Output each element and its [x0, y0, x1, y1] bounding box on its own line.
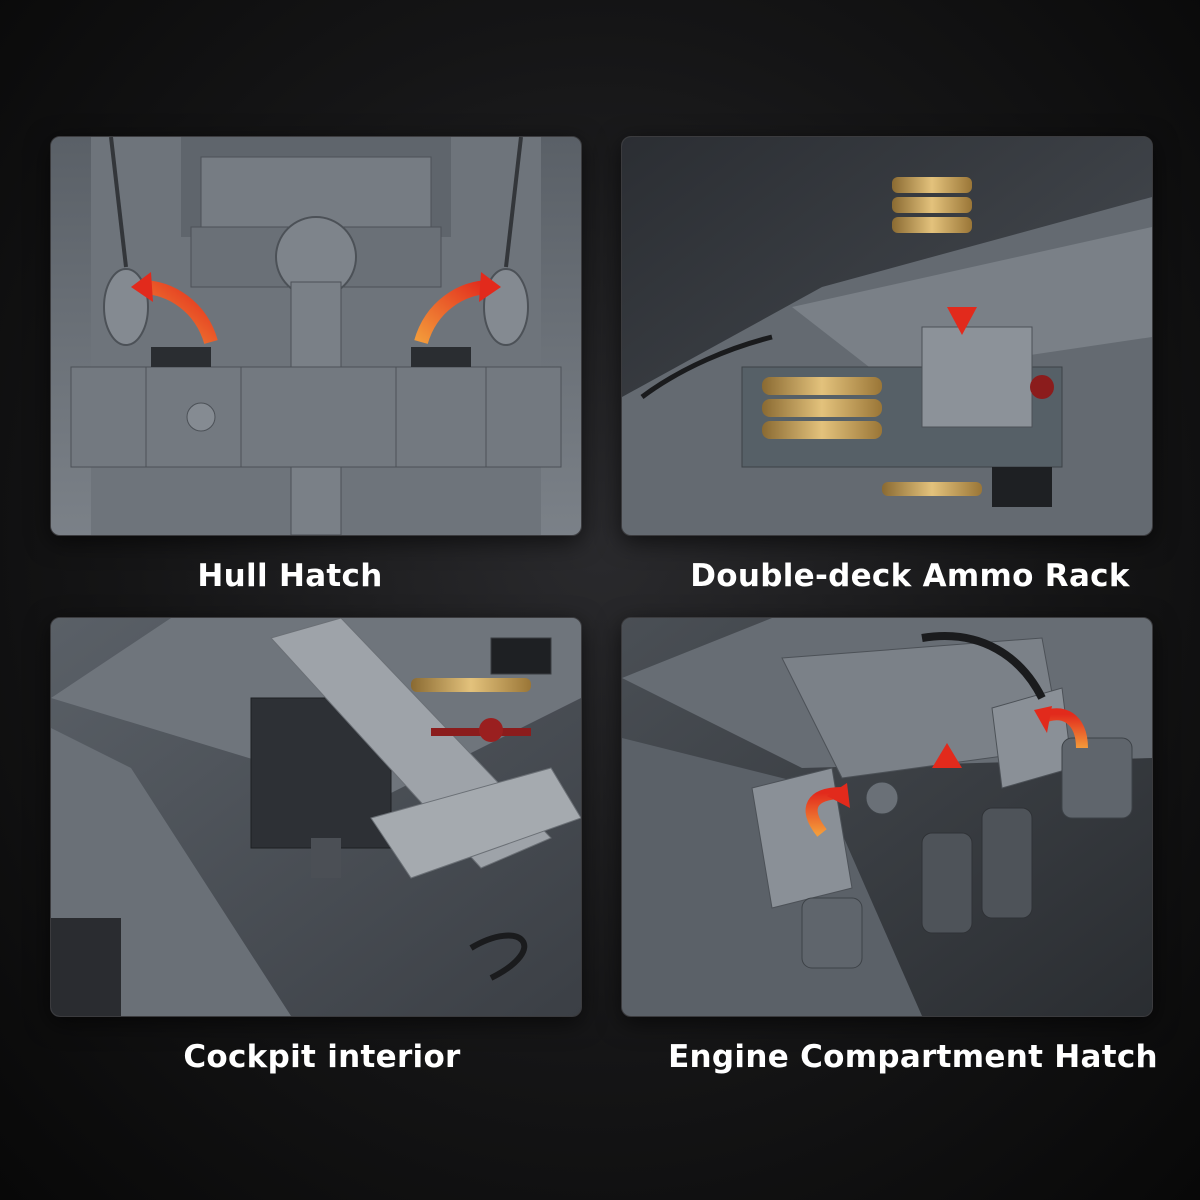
cockpit-interior-image — [50, 617, 582, 1017]
cockpit-interior-illustration — [51, 618, 581, 1016]
hull-hatch-image — [50, 136, 582, 536]
engine-hatch-caption: Engine Compartment Hatch — [668, 1039, 1158, 1075]
hull-hatch-illustration — [51, 137, 581, 535]
ammo-rack-image — [621, 136, 1153, 536]
cockpit-interior-caption: Cockpit interior — [183, 1039, 461, 1075]
engine-hatch-image — [621, 617, 1153, 1017]
engine-hatch-illustration — [622, 618, 1152, 1016]
ammo-rack-illustration — [622, 137, 1152, 535]
ammo-rack-caption: Double-deck Ammo Rack — [690, 558, 1130, 594]
hull-hatch-caption: Hull Hatch — [197, 558, 383, 594]
